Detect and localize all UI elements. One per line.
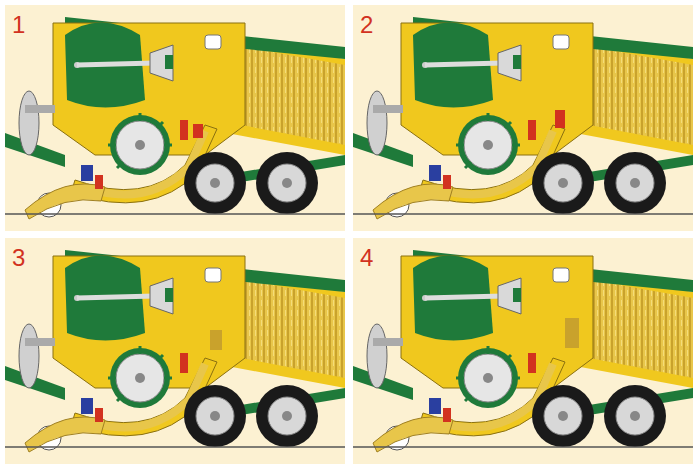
step-number: 1 (12, 12, 25, 38)
packer-fork (555, 110, 565, 128)
baler-panel (353, 5, 693, 231)
baler-panel (5, 238, 345, 464)
baler-panel (353, 238, 693, 464)
packer-fork (193, 124, 203, 138)
step-number: 4 (360, 245, 373, 271)
baler-panel (5, 5, 345, 231)
hay-slice (210, 330, 222, 350)
step-number: 2 (360, 12, 373, 38)
hay-slice (565, 318, 579, 348)
step-number: 3 (12, 245, 25, 271)
